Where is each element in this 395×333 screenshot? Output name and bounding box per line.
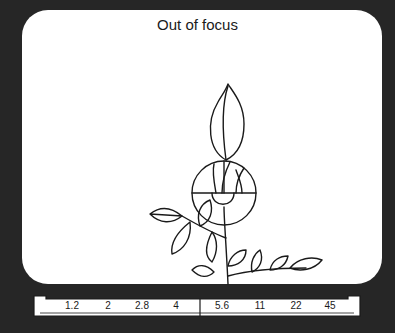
scale-number: 2 (105, 300, 111, 311)
leaf (150, 208, 182, 222)
scale-strip (34, 296, 360, 316)
scale-number: 4 (173, 300, 179, 311)
title: Out of focus (0, 16, 395, 33)
stem (224, 207, 228, 284)
sepal (236, 168, 244, 193)
scale-number: 22 (290, 300, 301, 311)
sepal (222, 162, 230, 193)
rose-bud (210, 84, 244, 160)
bud-base (212, 193, 234, 204)
sepal (213, 164, 216, 193)
viewfinder-screen (22, 10, 382, 284)
scale-number: 11 (255, 300, 265, 311)
scale-strip-inner (40, 313, 354, 314)
scale-number: 2.8 (135, 300, 149, 311)
leaf (270, 256, 288, 270)
leaf (251, 250, 261, 272)
scale-number: 45 (324, 300, 335, 311)
leaf (207, 232, 217, 262)
bud-petal (223, 86, 228, 160)
sepal (236, 170, 242, 193)
leaf (290, 258, 322, 270)
scale-number: 1.2 (65, 300, 79, 311)
branch (182, 216, 226, 238)
leaf (198, 200, 211, 226)
leaf (192, 266, 214, 277)
leaf (228, 250, 246, 266)
scale-divider (199, 299, 200, 316)
scale-number: 5.6 (215, 300, 229, 311)
leaf (172, 222, 191, 254)
